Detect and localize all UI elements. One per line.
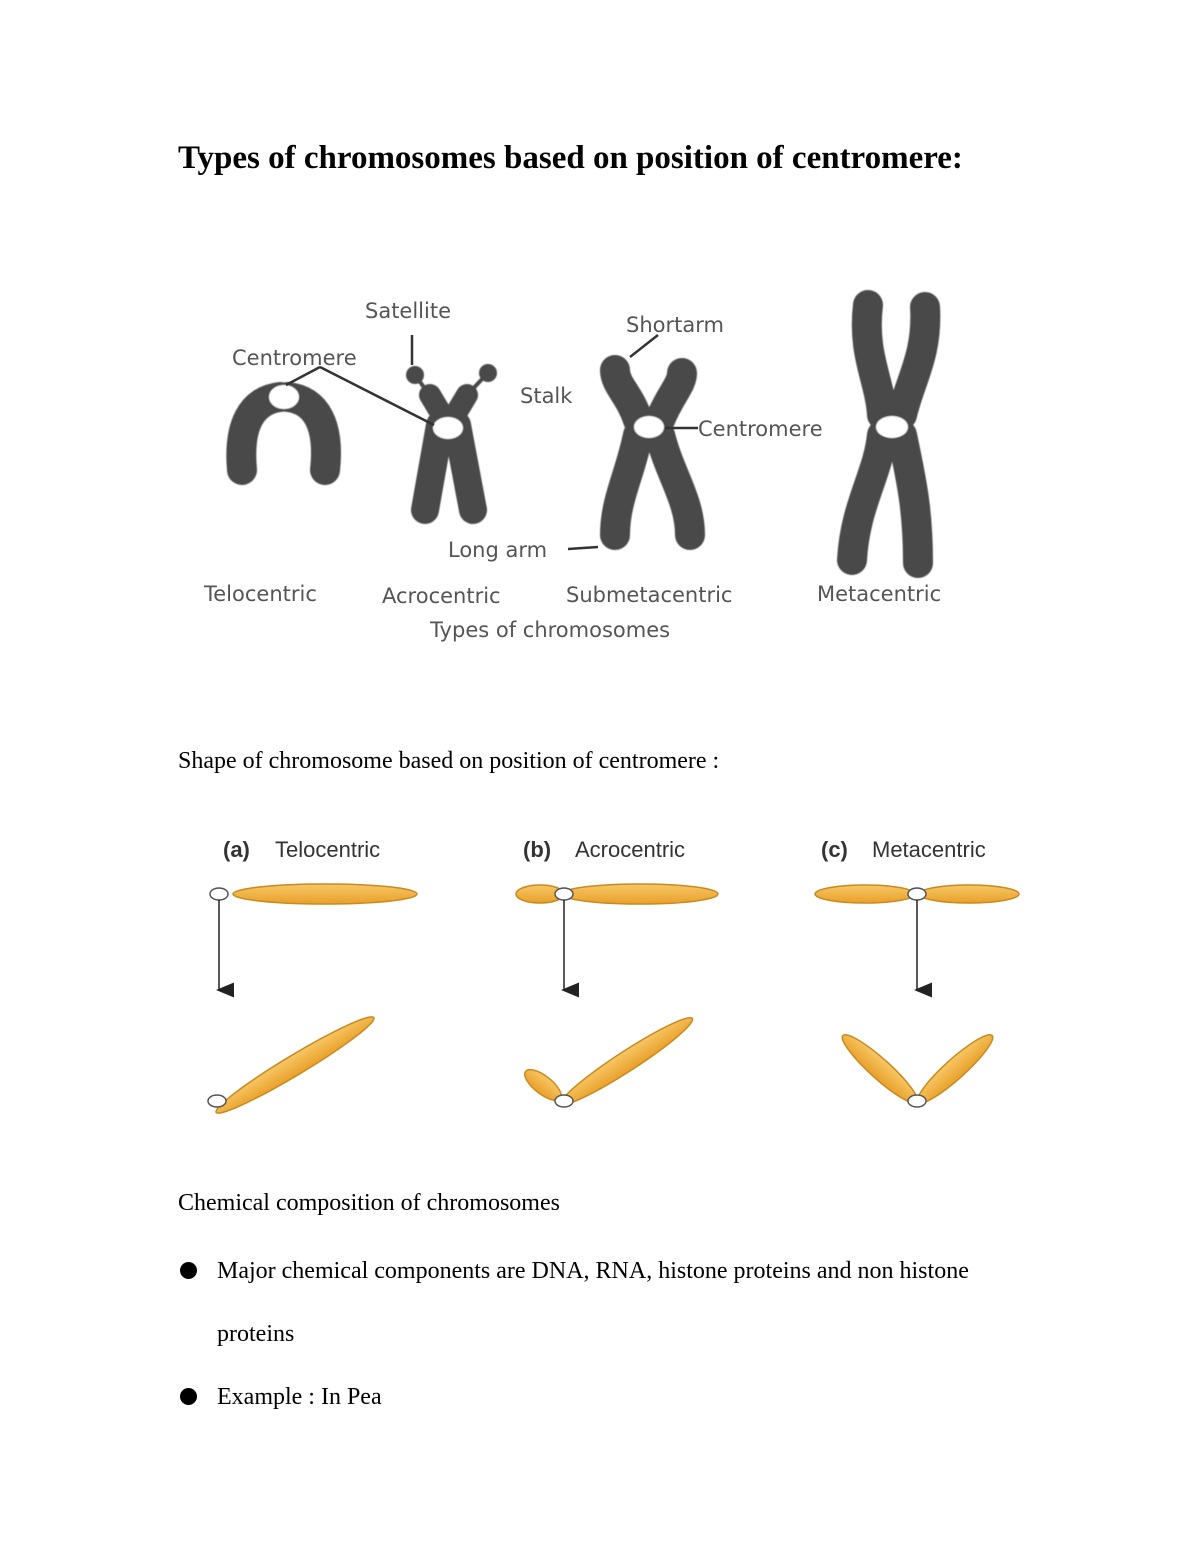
list-item: Major chemical components are DNA, RNA, … — [178, 1240, 1007, 1366]
bullet-icon — [180, 1262, 197, 1279]
type-metacentric: Metacentric — [817, 582, 941, 606]
label-shortarm: Shortarm — [626, 313, 724, 337]
type-telocentric: Telocentric — [203, 582, 317, 606]
panel-b-tag: (b) — [523, 837, 551, 862]
bullet-icon — [180, 1388, 197, 1405]
type-acrocentric: Acrocentric — [382, 584, 501, 608]
list-item: Example : In Pea — [178, 1366, 1007, 1429]
shape-heading: Shape of chromosome based on position of… — [178, 748, 720, 774]
panel-b-name: Acrocentric — [575, 837, 685, 862]
label-satellite: Satellite — [365, 299, 451, 323]
panel-b-acrocentric — [515, 883, 719, 1108]
submetacentric-chromosome — [600, 355, 705, 550]
panel-c-name: Metacentric — [872, 837, 986, 862]
panel-a-name: Telocentric — [275, 837, 380, 862]
label-centromere-right: Centromere — [698, 417, 823, 441]
pointer-lines — [285, 334, 698, 551]
bullet-text: Major chemical components are DNA, RNA, … — [217, 1258, 969, 1347]
acrocentric-chromosome — [406, 364, 497, 524]
telocentric-chromosome — [226, 382, 341, 485]
panel-a-tag: (a) — [223, 837, 250, 862]
label-centromere-left: Centromere — [232, 346, 357, 370]
panel-a-telocentric — [207, 883, 418, 1114]
chromosome-types-diagram: Satellite Centromere Shortarm Stalk Cent… — [203, 290, 941, 642]
chromosome-shape-diagram: (a) Telocentric (b) Acrocentric (c) Meta… — [207, 837, 1020, 1114]
page-title: Types of chromosomes based on position o… — [178, 140, 963, 176]
panel-c-metacentric — [814, 884, 1020, 1108]
type-submetacentric: Submetacentric — [566, 583, 732, 607]
panel-c-tag: (c) — [821, 837, 848, 862]
label-long-arm: Long arm — [448, 538, 547, 562]
bullet-text: Example : In Pea — [217, 1384, 382, 1410]
metacentric-chromosome — [837, 290, 941, 578]
figure-caption: Types of chromosomes — [429, 618, 670, 642]
chemical-heading: Chemical composition of chromosomes — [178, 1190, 560, 1216]
chemical-bullet-list: Major chemical components are DNA, RNA, … — [178, 1240, 1007, 1429]
label-stalk: Stalk — [520, 384, 573, 408]
